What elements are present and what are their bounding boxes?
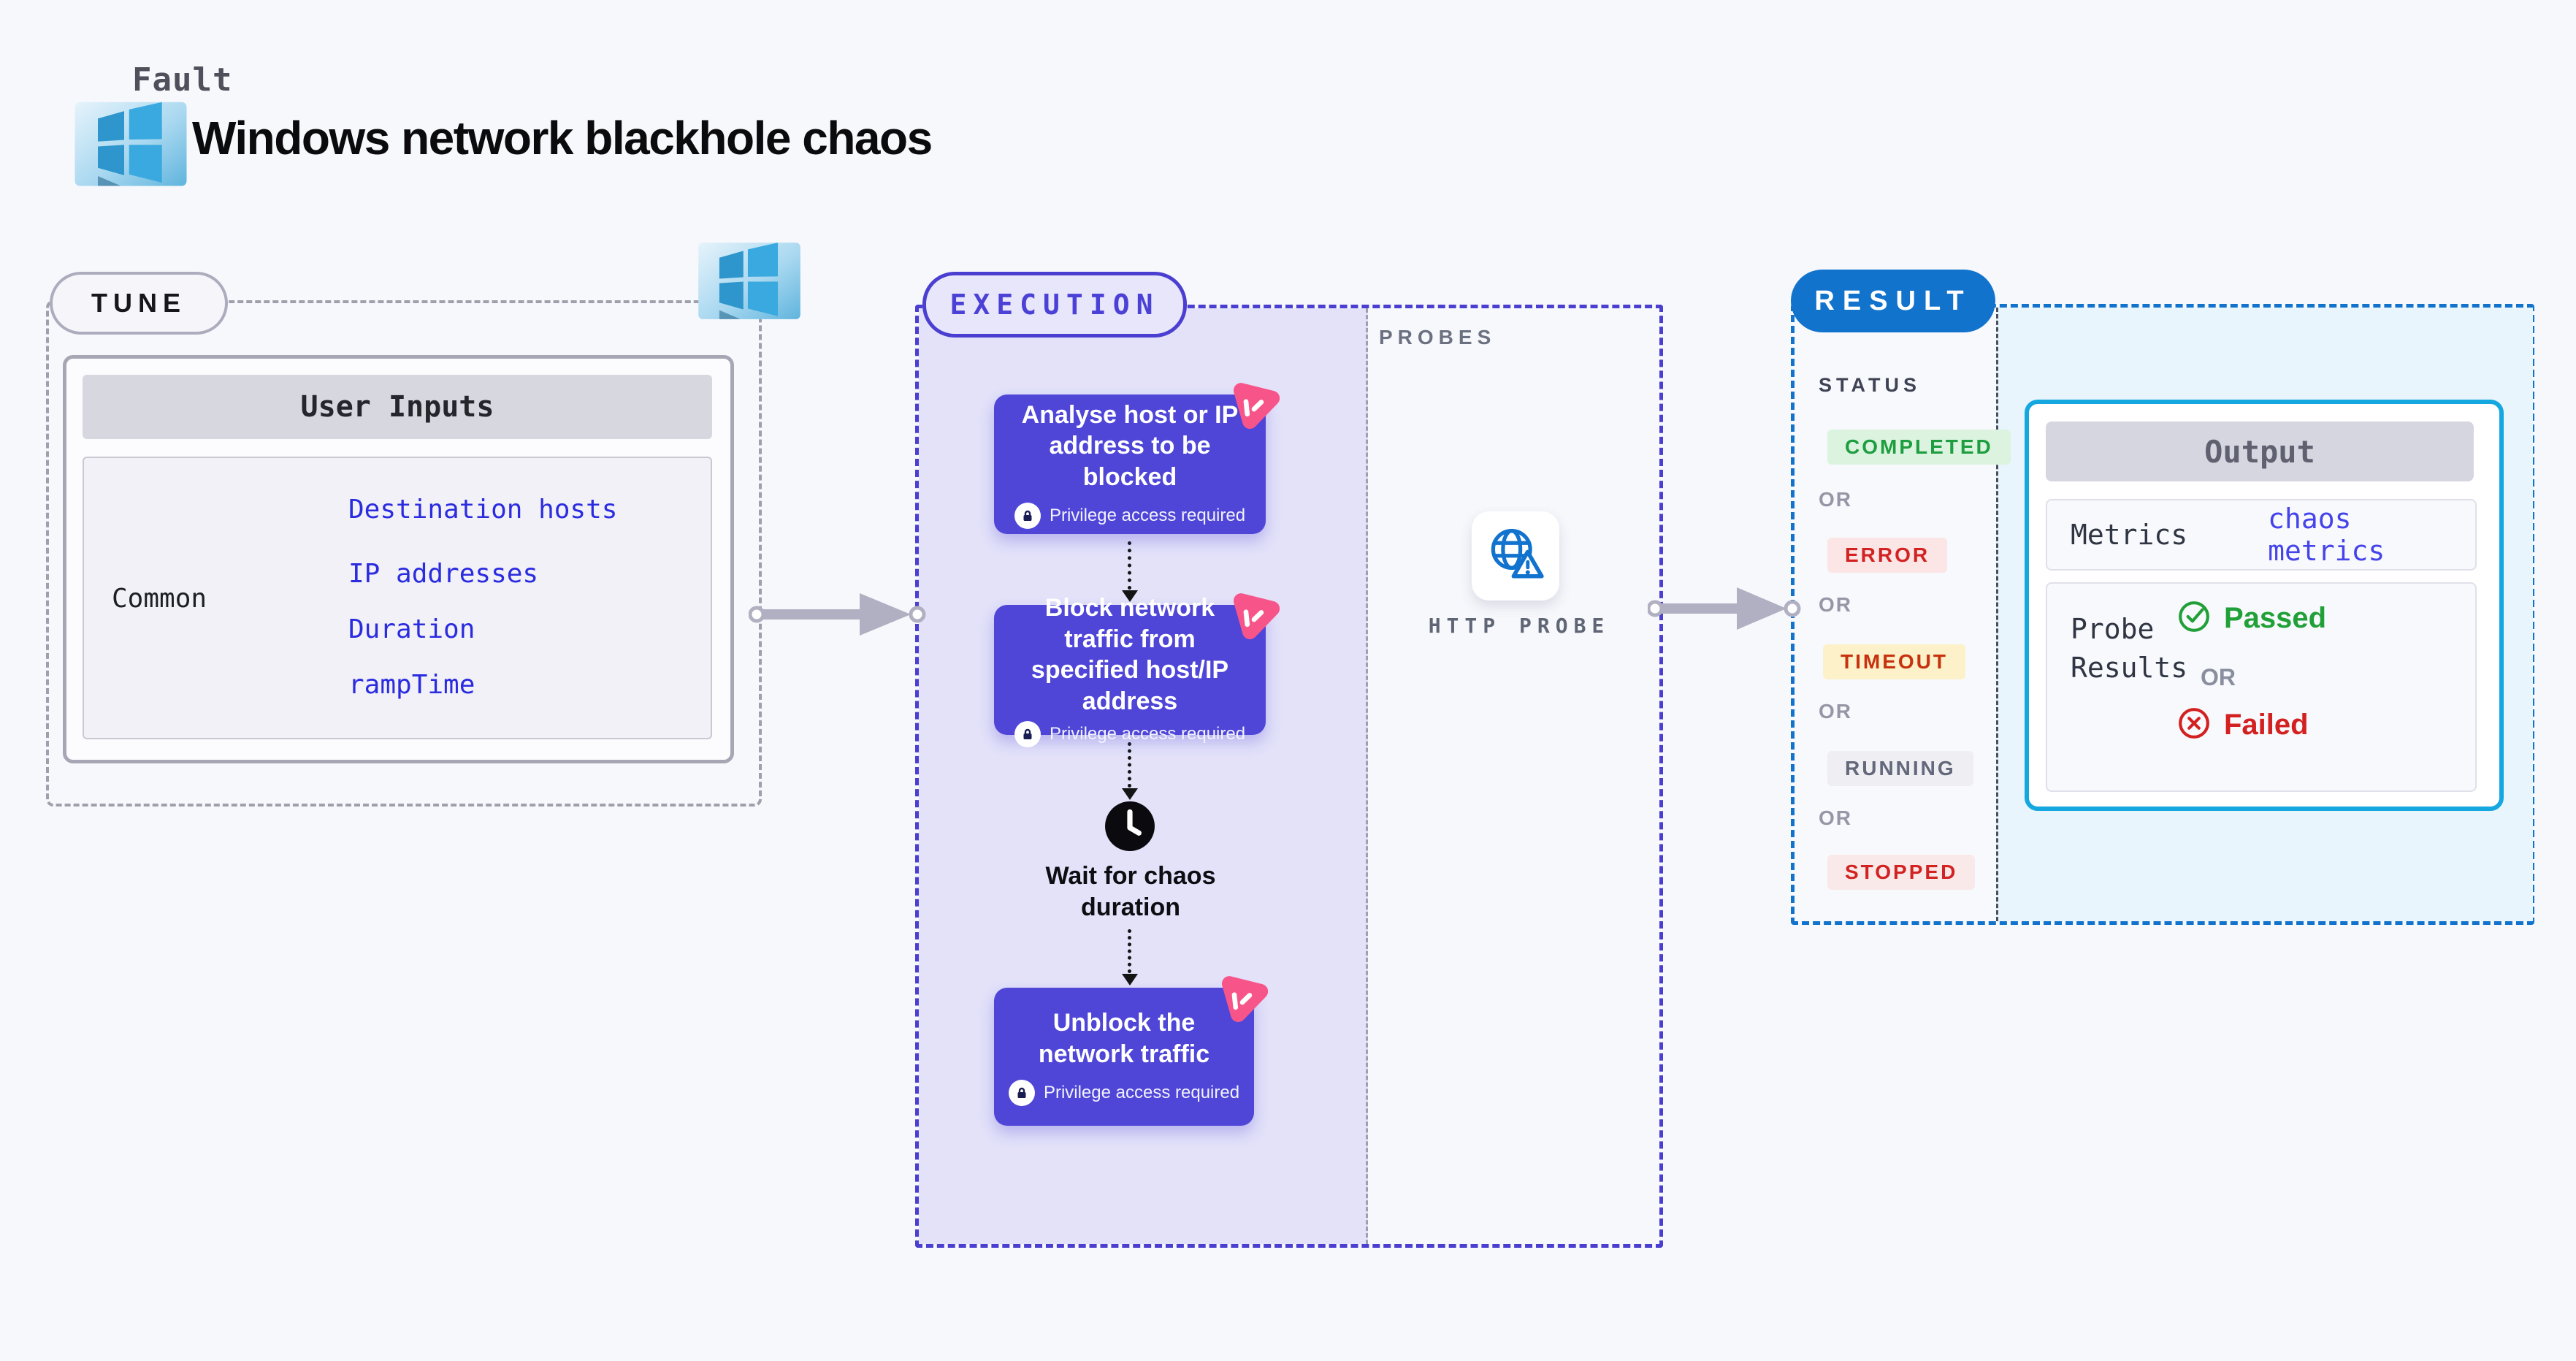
probe-result-passed: Passed [2177,600,2326,637]
probe-result-failed: Failed [2177,706,2309,744]
x-circle-icon [2177,706,2211,744]
tune-pill-label: TUNE [91,288,186,318]
step-title: Unblock the network traffic [1038,1009,1210,1068]
step-title: Analyse host or IP address to be blocked [1021,400,1239,491]
output-card: Output Metrics chaos metrics Probe Resul… [2025,400,2504,811]
step-wait-duration: Wait for chaos duration [1045,862,1216,921]
link-duration[interactable]: Duration [348,614,475,644]
privilege-note: Privilege access required [1043,1083,1240,1102]
tune-pill: TUNE [50,272,228,335]
http-probe-card [1472,511,1559,601]
privilege-note: Privilege access required [1049,724,1246,744]
windows-logo [73,97,188,189]
failed-label: Failed [2224,709,2309,741]
user-inputs-card: User Inputs Common Destination hosts IP … [63,355,734,763]
flow-connector [1128,742,1131,788]
result-pill-label: RESULT [1814,285,1972,316]
lock-icon [1014,503,1041,530]
probes-heading: PROBES [1379,326,1497,348]
metrics-label: Metrics [2071,519,2188,551]
page-title: Windows network blackhole chaos [192,112,933,164]
clock-icon [1104,801,1155,852]
passed-label: Passed [2224,602,2327,634]
or-separator: OR [1819,807,1852,829]
arrow-tune-to-execution [749,593,926,636]
flow-connector [1128,929,1131,973]
step-title: Block network traffic from specified hos… [1031,594,1229,715]
flow-arrowhead [1122,788,1138,800]
status-badge-stopped: STOPPED [1827,855,1976,890]
probe-results-row: Probe Results Passed OR [2046,582,2477,792]
probe-results-label: Probe Results [2071,613,2188,685]
status-badge-timeout: TIMEOUT [1823,644,1965,679]
status-heading: STATUS [1819,374,1921,396]
execution-pill-label: EXECUTION [949,289,1160,321]
step-unblock-traffic: Unblock the network traffic Privilege ac… [994,976,1269,1126]
user-inputs-header: User Inputs [83,375,712,439]
status-badge-completed: COMPLETED [1827,430,2011,465]
or-separator: OR [2201,664,2236,690]
litmus-chaos-icon [1222,373,1286,437]
lock-icon [1014,721,1041,747]
execution-pill: EXECUTION [922,272,1187,338]
user-inputs-body: Common Destination hosts IP addresses Du… [83,457,712,739]
step-analyse-host: Analyse host or IP address to be blocked… [994,383,1280,534]
tune-section [46,300,762,807]
flow-arrowhead [1122,974,1138,986]
flow-arrowhead [1122,590,1138,602]
arrow-probes-to-result [1648,587,1801,630]
flow-connector [1128,541,1131,590]
link-ip-addresses[interactable]: IP addresses [348,559,539,589]
or-separator: OR [1819,700,1852,723]
check-circle-icon [2177,600,2211,637]
litmus-chaos-icon [1210,966,1274,1030]
windows-logo-small [692,238,807,322]
litmus-chaos-icon [1222,583,1286,647]
link-ramptime[interactable]: rampTime [348,670,475,700]
common-row-label: Common [112,584,207,614]
link-destination-hosts[interactable]: Destination hosts [348,495,618,525]
privilege-note: Privilege access required [1049,506,1246,526]
or-separator: OR [1819,593,1852,616]
metrics-row: Metrics chaos metrics [2046,499,2477,571]
status-badge-running: RUNNING [1827,751,1973,786]
http-probe-label: HTTP PROBE [1428,614,1610,638]
result-pill: RESULT [1791,270,1995,332]
output-header: Output [2046,422,2474,481]
globe-warning-icon [1485,524,1546,589]
fault-kicker: Fault [132,61,233,99]
lock-icon [1008,1080,1035,1106]
status-badge-error: ERROR [1827,538,1948,573]
or-separator: OR [1819,488,1852,511]
chaos-metrics-link[interactable]: chaos metrics [2268,503,2385,567]
step-block-traffic: Block network traffic from specified hos… [994,593,1280,747]
